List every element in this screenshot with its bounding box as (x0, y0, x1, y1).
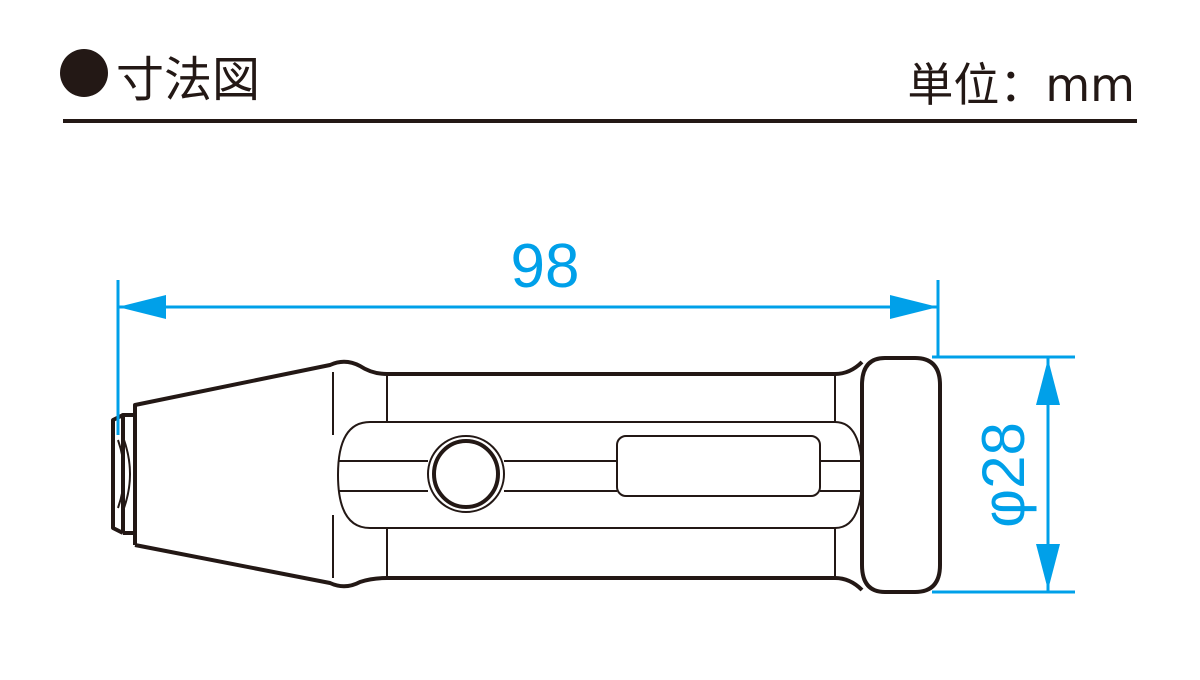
section-title: 寸法図 (116, 52, 260, 108)
cone-bottom (123, 531, 864, 592)
display-window (616, 435, 821, 497)
header-rule (63, 119, 1137, 123)
cone-top (121, 359, 864, 533)
device-outline (111, 356, 942, 594)
bullet-icon (60, 49, 108, 97)
diameter-dimension: φ28 (932, 355, 1075, 594)
power-button-ring (427, 435, 505, 513)
power-button (432, 439, 500, 509)
end-cap (860, 356, 942, 594)
grip-panel (336, 421, 864, 529)
unit-label: 単位：mm (907, 58, 1135, 112)
length-dimension: 98 (116, 232, 940, 435)
diameter-label: φ28 (970, 422, 1037, 528)
length-label: 98 (511, 232, 580, 301)
